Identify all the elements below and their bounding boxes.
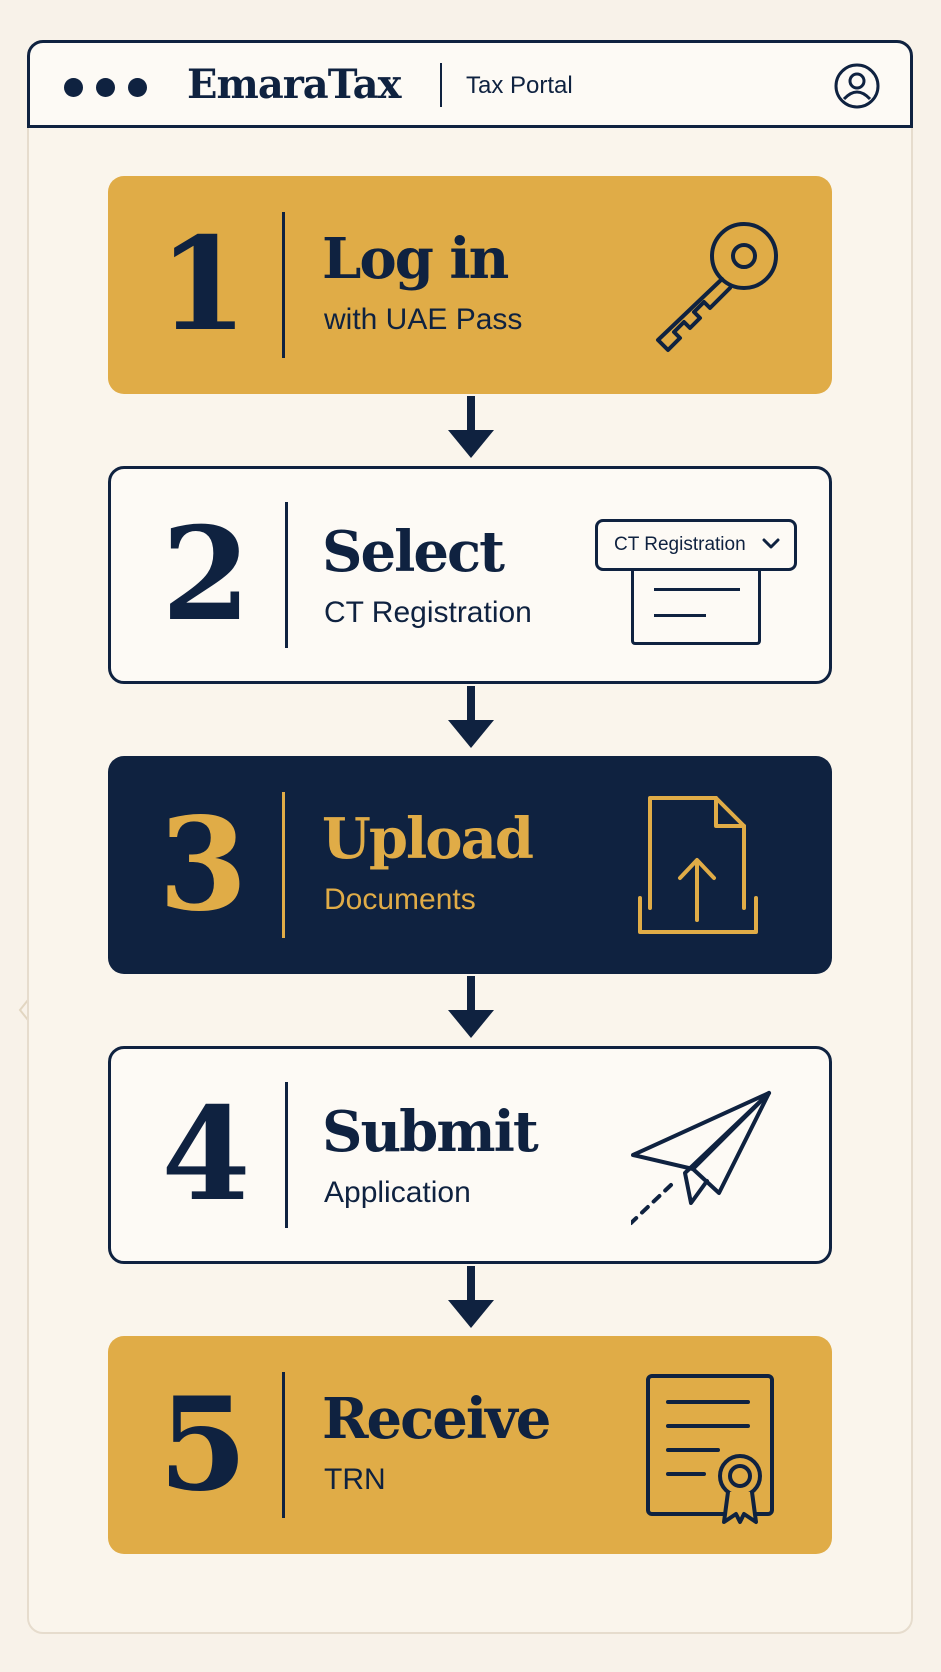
- step-card-3[interactable]: 3 Upload Documents: [108, 756, 832, 974]
- dropdown-value: CT Registration: [614, 534, 746, 555]
- title-divider: [440, 63, 442, 107]
- step-divider: [282, 1372, 285, 1518]
- step-description: Application: [324, 1176, 471, 1209]
- step-divider: [285, 1082, 288, 1228]
- step-divider: [285, 502, 288, 648]
- step-description: with UAE Pass: [324, 303, 523, 336]
- step-card-2[interactable]: 2 Select CT Registration CT Registration: [108, 466, 832, 684]
- step-number: 1: [158, 210, 248, 360]
- step-card-5[interactable]: 5 Receive TRN: [108, 1336, 832, 1554]
- step-number: 4: [161, 1080, 251, 1230]
- list-line: [654, 588, 740, 591]
- arrow-down-icon: [448, 976, 494, 1038]
- chevron-down-icon: [762, 538, 780, 549]
- step-number: 3: [158, 790, 248, 940]
- step-divider: [282, 212, 285, 358]
- user-avatar-icon[interactable]: [832, 61, 882, 111]
- window-dot[interactable]: [128, 78, 147, 97]
- step-title: Upload: [322, 806, 534, 872]
- step-card-1[interactable]: 1 Log in with UAE Pass: [108, 176, 832, 394]
- arrow-down-icon: [448, 1266, 494, 1328]
- step-card-4[interactable]: 4 Submit Application: [108, 1046, 832, 1264]
- certificate-icon: [646, 1374, 774, 1524]
- arrow-down-icon: [448, 686, 494, 748]
- dropdown-list: [631, 567, 761, 645]
- ct-registration-dropdown[interactable]: CT Registration: [595, 519, 797, 571]
- step-title: Submit: [322, 1099, 539, 1165]
- brand-logo: EmaraTax: [187, 61, 401, 108]
- step-description: Documents: [324, 883, 476, 916]
- step-title: Receive: [322, 1386, 551, 1452]
- step-description: TRN: [324, 1463, 386, 1496]
- key-icon: [656, 222, 778, 352]
- upload-document-icon: [638, 796, 758, 934]
- step-title: Log in: [322, 226, 509, 292]
- step-title: Select: [322, 519, 505, 585]
- step-number: 2: [161, 500, 251, 650]
- arrow-down-icon: [448, 396, 494, 458]
- paper-plane-icon: [631, 1091, 771, 1225]
- window-controls: [64, 78, 147, 97]
- page-subtitle: Tax Portal: [466, 72, 573, 99]
- window-dot[interactable]: [64, 78, 83, 97]
- step-description: CT Registration: [324, 596, 532, 629]
- title-bar: EmaraTax Tax Portal: [27, 40, 913, 128]
- window-dot[interactable]: [96, 78, 115, 97]
- step-number: 5: [158, 1370, 248, 1520]
- list-line: [654, 614, 706, 617]
- step-divider: [282, 792, 285, 938]
